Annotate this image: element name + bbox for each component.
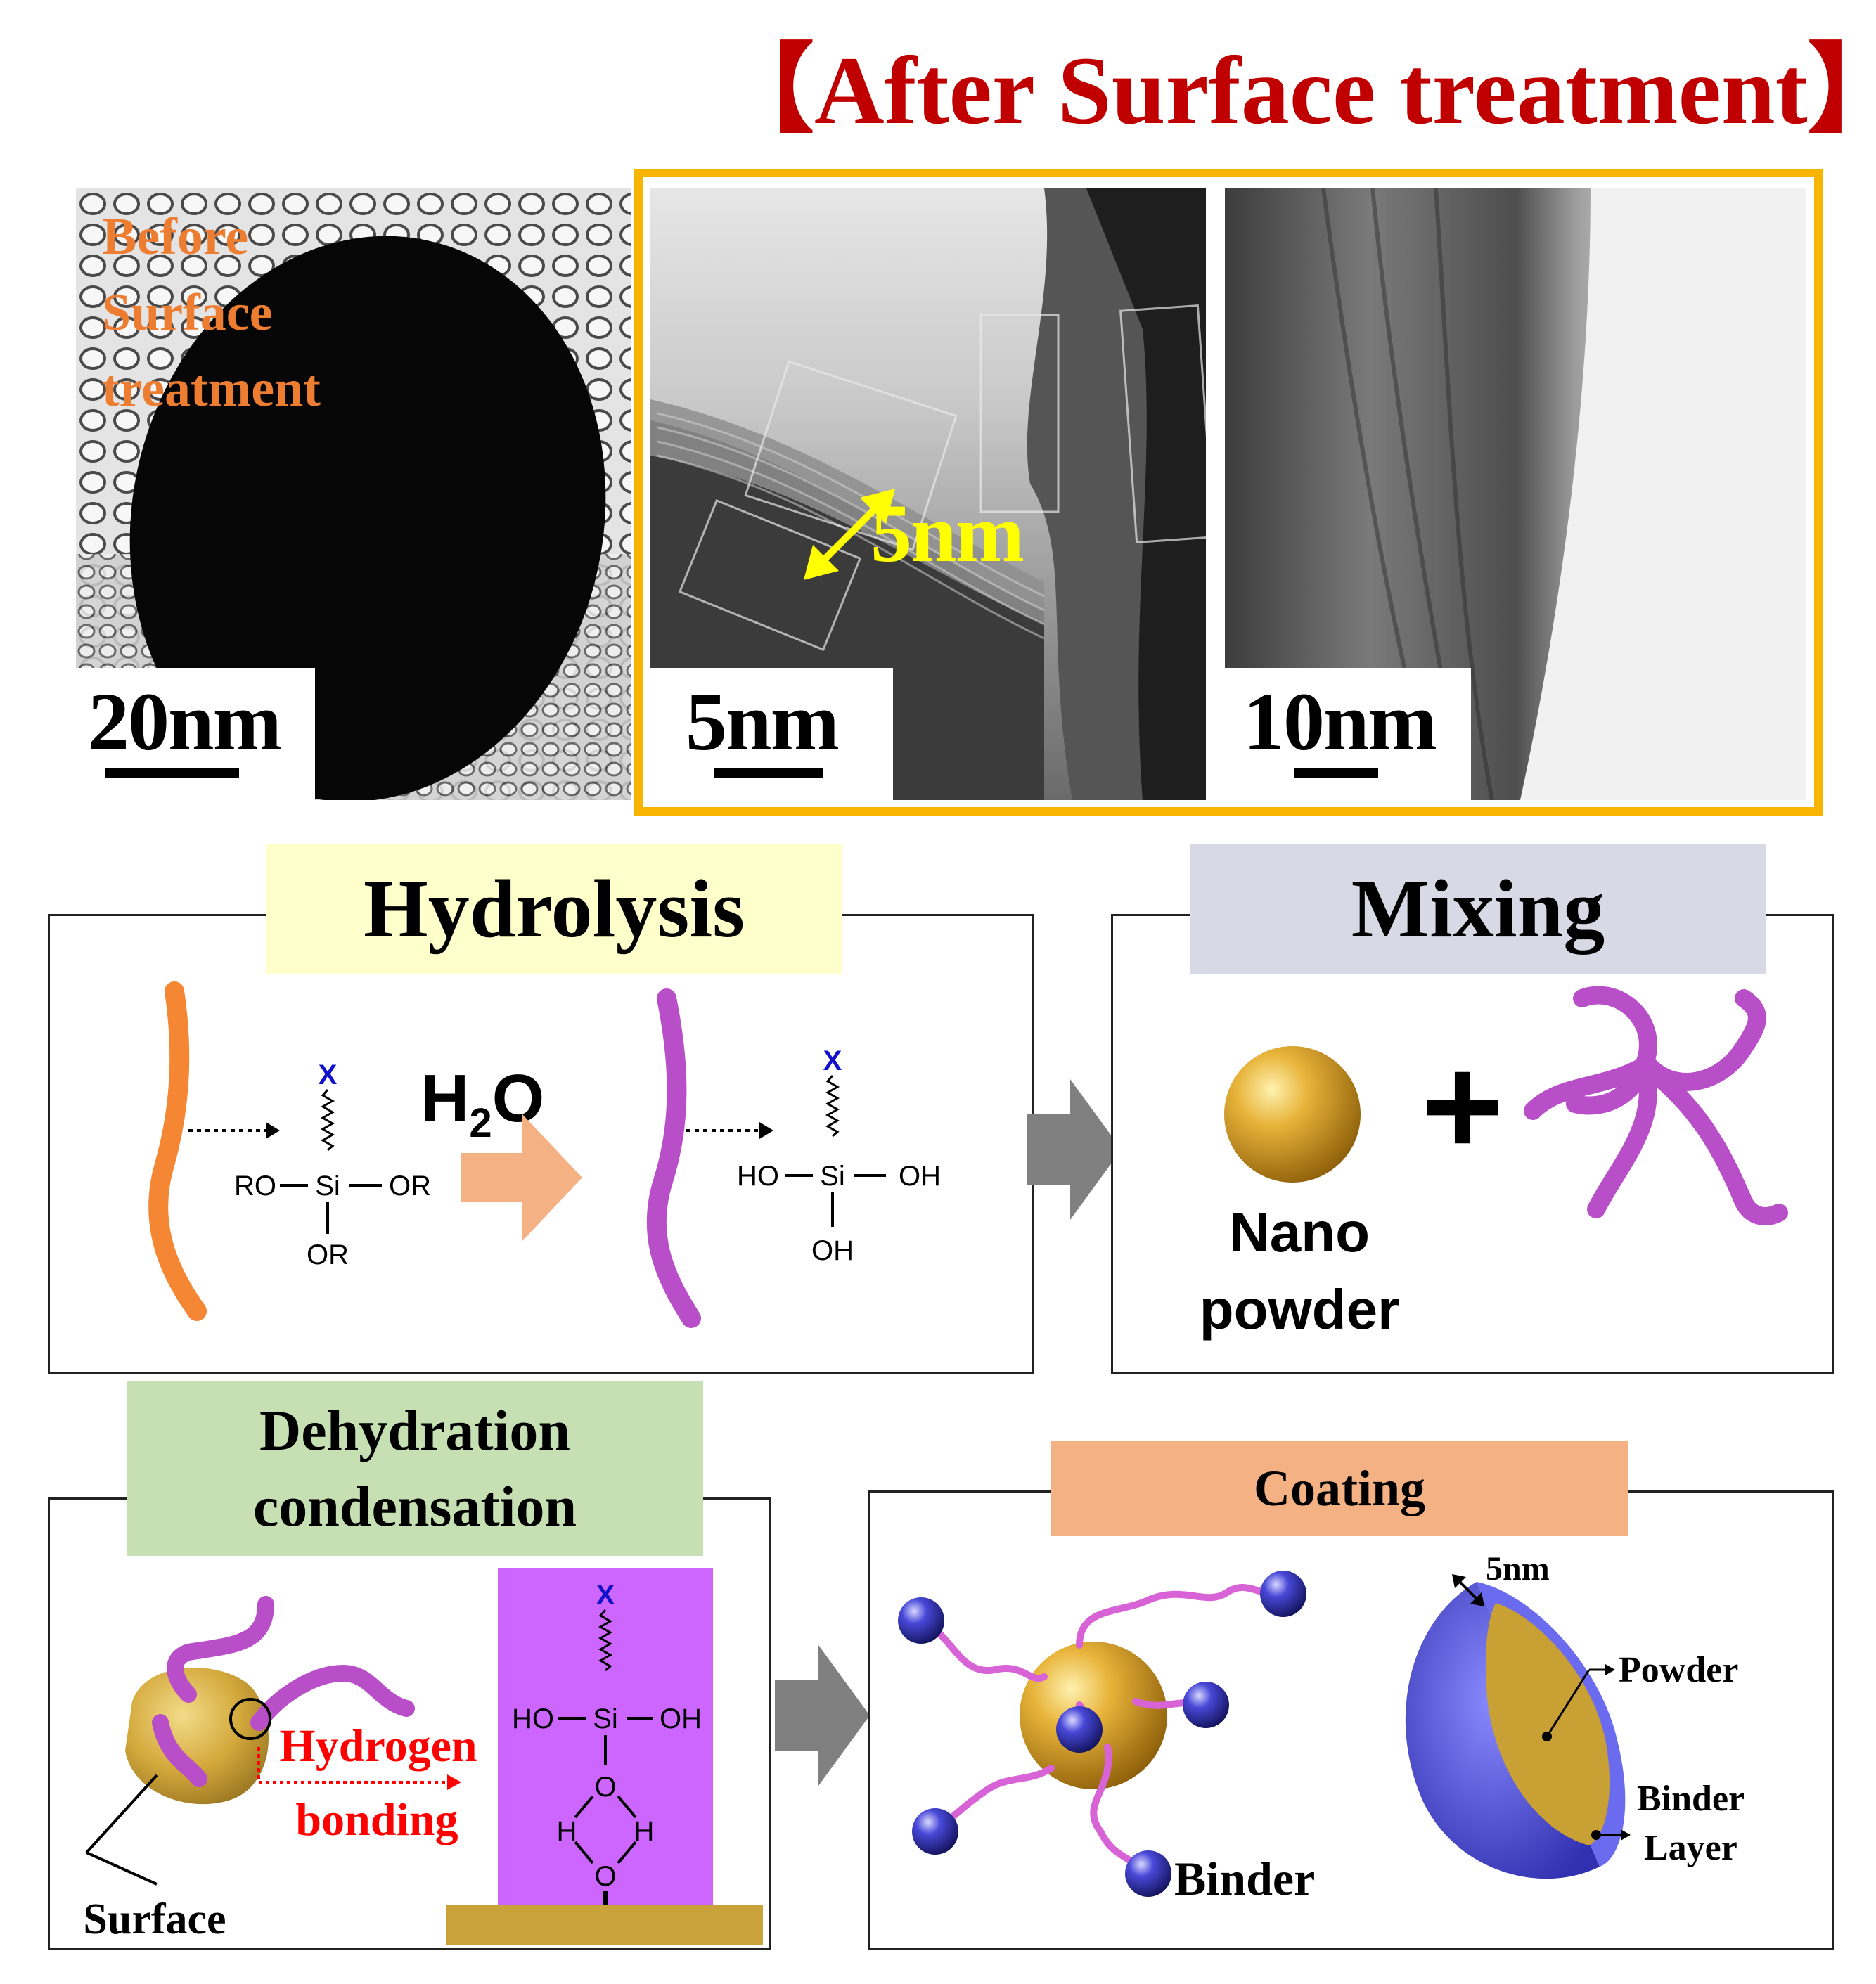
si-structure: Si [593,1703,618,1734]
oh-bottom: OH [811,1235,854,1266]
powder-label: Powder [1619,1650,1738,1690]
double-arrow-icon [804,489,895,580]
mixing-diagram: + Nano powder [1200,986,1788,1341]
scale-label-middle: 5nm [686,676,840,768]
hydrolysis-diagram: X Si RO OR OR H2O X Si HO OH OH [148,981,941,1328]
tem-right-texture [1225,188,1806,800]
substrate-bar [446,1905,763,1945]
scale-label-left: 20nm [88,676,282,768]
x-label-structure: X [596,1580,615,1611]
nano-powder-sphere [1224,1046,1361,1183]
nanoparticle-blob [129,236,606,800]
after-treatment-title: 【After Surface treatment】 [717,37,1876,144]
bound-chain-2 [152,1714,207,1787]
oh-right: OH [899,1161,941,1192]
oh-structure: OH [660,1703,702,1734]
binder-bead-1 [898,1597,944,1644]
tem-before-texture [76,188,631,800]
after-treatment-frame [634,169,1823,816]
hbond-label-line1: Hydrogen [279,1720,477,1772]
binder-bead-6 [1125,1850,1171,1897]
scale-label-right: 10nm [1243,676,1437,768]
gray-arrow-icon-1 [1027,1079,1122,1220]
binder-bead-5 [912,1808,958,1855]
bond-site-circle [229,1698,271,1740]
binder-label: Binder [1174,1852,1315,1905]
reaction-arrow [461,1114,582,1241]
binder-bead-3 [1183,1682,1229,1728]
nano-powder-label-line2: powder [1200,1278,1399,1341]
scale-box-middle [650,668,893,800]
gray-arrow-icon-2 [775,1645,870,1786]
si-before: Si [315,1171,340,1202]
plus-sign: + [1422,1028,1504,1185]
shell-thickness-label: 5nm [1486,1550,1550,1587]
ho-left: HO [737,1161,779,1192]
h-left: H [557,1816,577,1847]
scale-bar-left [105,768,239,778]
bound-chain-1 [167,1596,274,1703]
surface-particle [125,1668,269,1805]
water-label: H2O [420,1061,544,1146]
shell-thickness-arrow [1456,1578,1480,1602]
orange-silane-chain [148,981,207,1321]
tem-image-before [76,188,631,800]
coating-diagram: Binder Powder Binder Layer 5nm [898,1550,1745,1905]
dehydration-diagram: Hydrogen bonding Surface X Si HO OH O H … [83,1568,763,1945]
scale-box-right [1225,668,1471,800]
scale-box-left [76,668,315,800]
x-label-before: X [319,1059,338,1090]
o-top: O [594,1772,616,1803]
powder-core-cut [1486,1603,1610,1845]
binder-chains-cluster [1524,986,1788,1225]
nano-powder-label-line1: Nano [1229,1201,1370,1263]
dehydration-title: Dehydration condensation [127,1381,703,1556]
ro-left: RO [234,1171,276,1202]
tem-image-after-middle [650,188,1206,800]
x-label-after: X [823,1045,842,1076]
binder-layer-label-1: Binder [1637,1779,1745,1819]
thickness-5nm-label: 5nm [870,487,1024,579]
mixing-title: Mixing [1190,844,1766,974]
h-right: H [634,1816,655,1847]
ho-structure: HO [512,1703,554,1734]
powder-pointer [1546,1669,1591,1737]
surface-pointer-line [85,1774,158,1854]
binder-bead-4 [1056,1706,1103,1753]
o-bottom: O [594,1861,616,1892]
purple-silanol-chain [646,988,701,1328]
hbond-label-line2: bonding [295,1794,458,1845]
bound-chain-3 [250,1664,415,1731]
before-treatment-label: Before Surface treatment [102,208,321,418]
si-after: Si [820,1161,845,1192]
scale-bar-right [1294,768,1378,778]
surface-label: Surface [83,1895,226,1943]
binder-bead-2 [1260,1571,1306,1617]
or-bottom: OR [307,1239,349,1270]
hydrolysis-title: Hydrolysis [266,844,842,974]
or-right: OR [389,1171,431,1202]
coating-title: Coating [1051,1441,1628,1536]
scale-bar-middle [714,768,823,778]
binder-layer-label-2: Layer [1644,1828,1737,1868]
